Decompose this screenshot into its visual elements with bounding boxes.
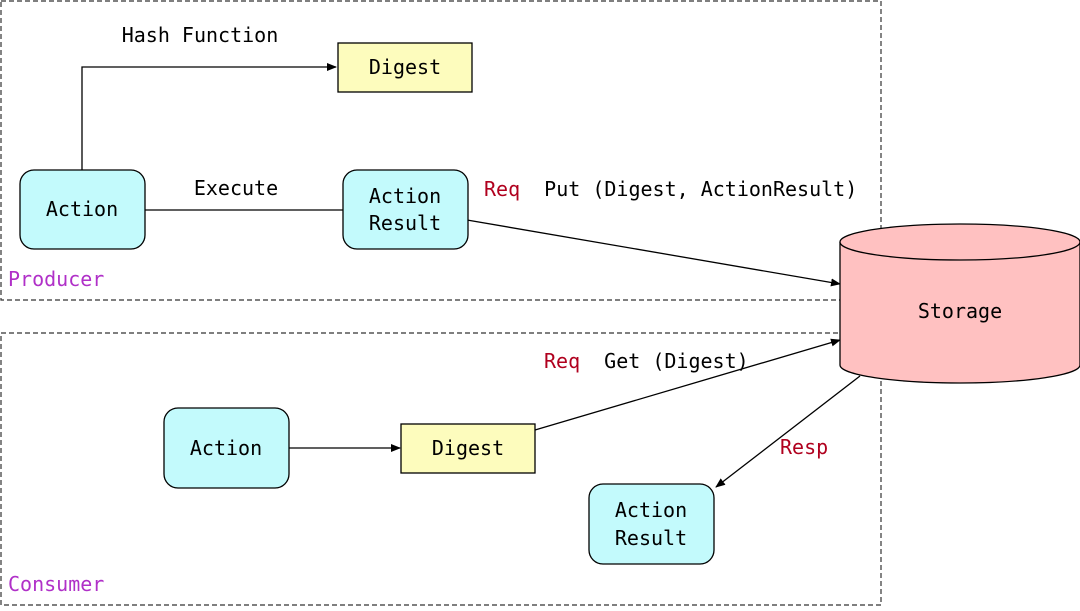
- consumer-action-node: [163, 407, 290, 489]
- put-request-label: Req Put (Digest, ActionResult): [484, 177, 857, 201]
- get-request-keyword: Req: [544, 349, 580, 373]
- get-request-arrow: [534, 338, 841, 431]
- consumer-region-label: Consumer: [8, 572, 104, 596]
- producer-action-node: [19, 169, 146, 250]
- producer-digest-label: Digest: [369, 55, 441, 79]
- producer-action-label: Action: [46, 197, 118, 221]
- consumer-digest-label: Digest: [432, 436, 504, 460]
- put-request-text: Put (Digest, ActionResult): [544, 177, 857, 201]
- hash-function-arrow: [81, 63, 337, 170]
- consumer-frame: [0, 332, 882, 606]
- storage-cylinder: [839, 223, 1080, 384]
- producer-action-result-node: [342, 169, 469, 250]
- put-request-arrow: [466, 219, 841, 287]
- get-request-label: Req Get (Digest): [544, 349, 749, 373]
- consumer-digest-box: [400, 423, 536, 474]
- producer-digest-box: [337, 42, 473, 93]
- consumer-action-label: Action: [190, 436, 262, 460]
- get-request-text: Get (Digest): [604, 349, 749, 373]
- hash-function-label: Hash Function: [122, 23, 279, 47]
- storage-label: Storage: [918, 299, 1002, 323]
- consumer-action-result-line1: Action: [615, 498, 687, 522]
- producer-action-result-line2: Result: [369, 211, 441, 235]
- consumer-action-result-line2: Result: [615, 526, 687, 550]
- consumer-action-result-node: [588, 483, 715, 565]
- execute-label: Execute: [194, 176, 278, 200]
- producer-frame: [0, 0, 882, 301]
- put-request-keyword: Req: [484, 177, 520, 201]
- response-arrow: [715, 375, 861, 488]
- producer-action-result-line1: Action: [369, 184, 441, 208]
- response-label: Resp: [780, 435, 828, 459]
- producer-region-label: Producer: [8, 267, 104, 291]
